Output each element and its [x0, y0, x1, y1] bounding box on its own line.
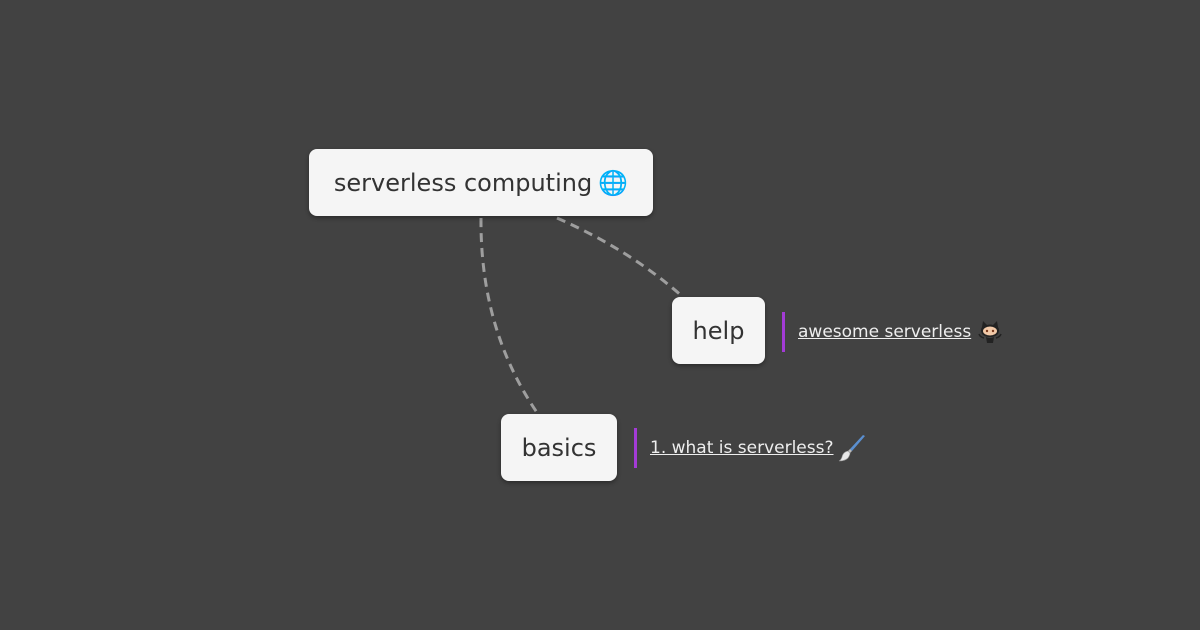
node-help[interactable]: help [672, 297, 765, 364]
awesome-serverless-link[interactable]: awesome serverless [798, 317, 1005, 347]
github-octocat-icon [978, 321, 1002, 343]
what-is-serverless-link-text: 1. what is serverless? [650, 438, 834, 458]
paintbrush-icon [838, 435, 865, 462]
root-node[interactable]: serverless computing 🌐 [309, 149, 653, 216]
note-help: awesome serverless [782, 312, 1005, 352]
node-basics-label: basics [521, 433, 597, 462]
node-basics[interactable]: basics [501, 414, 617, 481]
node-help-label: help [692, 316, 745, 345]
what-is-serverless-link[interactable]: 1. what is serverless? [650, 433, 868, 463]
awesome-serverless-link-text: awesome serverless [798, 322, 972, 342]
link-root-basics [479, 217, 540, 415]
root-node-label: serverless computing [333, 168, 593, 197]
note-basics: 1. what is serverless? [634, 428, 868, 468]
globe-icon: 🌐 [598, 168, 629, 197]
link-root-help [556, 216, 684, 299]
